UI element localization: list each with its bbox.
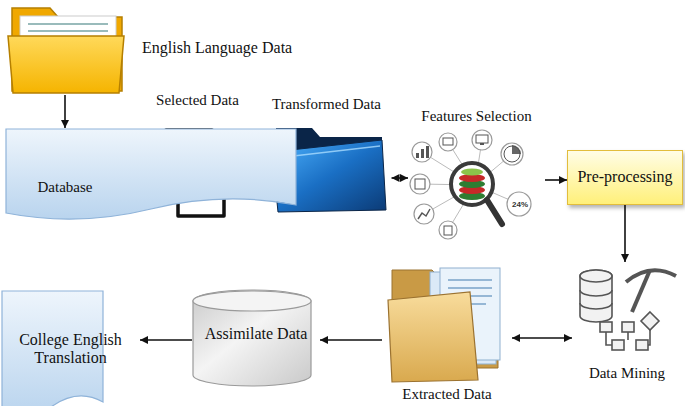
caption-label: English Language Data bbox=[142, 39, 292, 57]
document-body bbox=[2, 291, 103, 406]
database-cylinder: Database bbox=[5, 128, 125, 225]
document-outline bbox=[1, 290, 104, 406]
extracted-data-icon: Extracted Data bbox=[382, 262, 512, 403]
flow-arrow bbox=[140, 339, 192, 341]
percent-label: 24% bbox=[512, 200, 528, 209]
node-label: Database bbox=[38, 179, 93, 196]
document-outline bbox=[5, 128, 297, 221]
data-mining-icon: Data Mining bbox=[572, 262, 682, 382]
flow-arrow bbox=[545, 179, 567, 181]
folder-icon bbox=[8, 8, 124, 93]
features-selection-icon: Features Selection bbox=[408, 108, 545, 242]
node-label: College English Translation bbox=[11, 331, 130, 368]
caption-label: Extracted Data bbox=[402, 386, 492, 403]
selected-data-icon: Selected Data bbox=[146, 92, 249, 220]
output-cylinder: College English Translation bbox=[1, 290, 140, 386]
node-label: Pre-processing bbox=[577, 168, 672, 186]
flow-arrow bbox=[512, 337, 572, 339]
source-folder: English Language Data bbox=[8, 2, 300, 95]
cylinder-top bbox=[193, 291, 311, 311]
document-shape: Assimilate Data bbox=[192, 290, 320, 390]
flow-arrow bbox=[392, 177, 409, 179]
flow-arrow bbox=[64, 95, 66, 128]
document-body bbox=[6, 129, 296, 219]
caption-label: Features Selection bbox=[421, 108, 531, 125]
cylinder-body bbox=[193, 290, 311, 386]
features-illustration bbox=[410, 130, 531, 239]
transformed-data-icon: Transformed Data bbox=[262, 96, 392, 214]
flow-arrow bbox=[624, 205, 626, 262]
caption-label: Transformed Data bbox=[272, 96, 381, 113]
flow-arrow bbox=[320, 339, 382, 341]
process-box: Pre-processing bbox=[567, 150, 683, 205]
data-mining-icon bbox=[580, 270, 676, 350]
extracted-folder-icon bbox=[388, 268, 500, 382]
caption-label: Selected Data bbox=[156, 92, 239, 109]
node-label: Assimilate Data bbox=[205, 325, 308, 343]
caption-label: Data Mining bbox=[589, 365, 665, 382]
